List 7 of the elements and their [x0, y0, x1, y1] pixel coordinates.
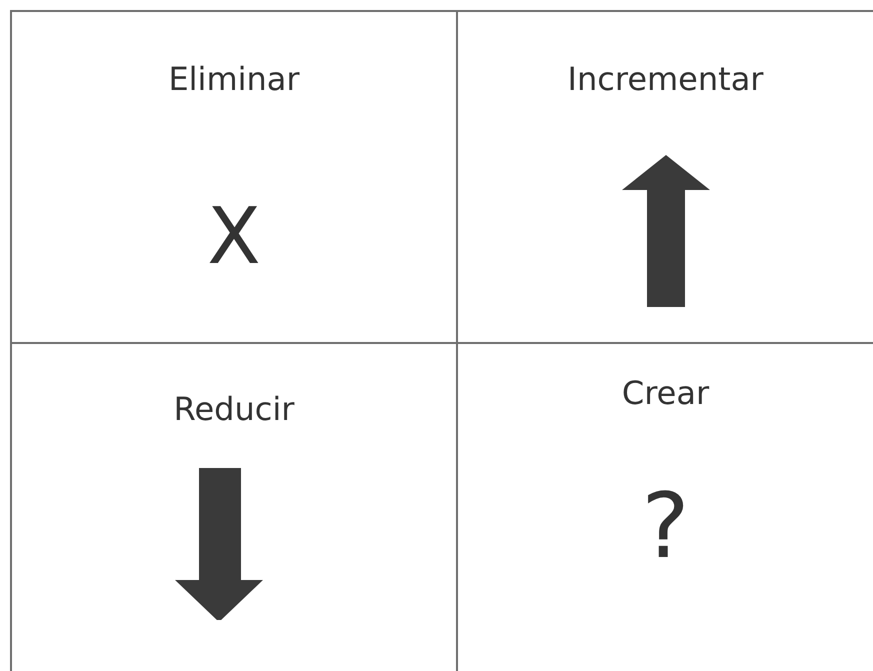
cell-heading: Reducir [172, 390, 296, 428]
cell-heading: Eliminar [167, 60, 301, 98]
cell-heading: Incrementar [566, 60, 764, 98]
symbol-text: ? [640, 474, 690, 579]
cell-heading: Crear [620, 374, 710, 412]
grid-cell [10, 10, 458, 344]
symbol-text: X [206, 192, 262, 282]
